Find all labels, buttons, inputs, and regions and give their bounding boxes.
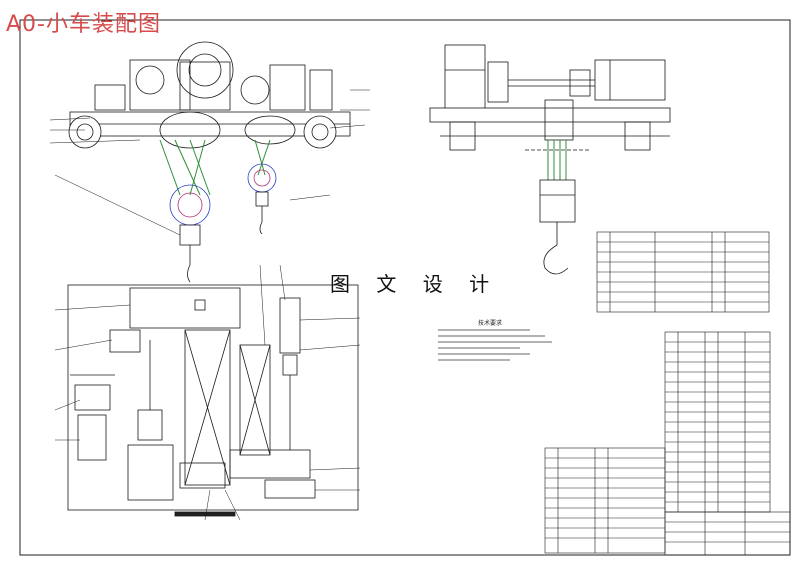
side-view [429, 44, 671, 275]
plan-view [54, 264, 361, 521]
technical-notes [438, 329, 552, 361]
watermark-text: 图 文 设 计 [330, 272, 500, 296]
notes-heading: 技术要求 [478, 320, 503, 327]
sheet-border [19, 19, 791, 556]
parameter-table [596, 231, 770, 313]
parts-list [544, 331, 791, 556]
front-view [49, 41, 370, 283]
drawing-title: A0-小车装配图 [6, 12, 161, 37]
